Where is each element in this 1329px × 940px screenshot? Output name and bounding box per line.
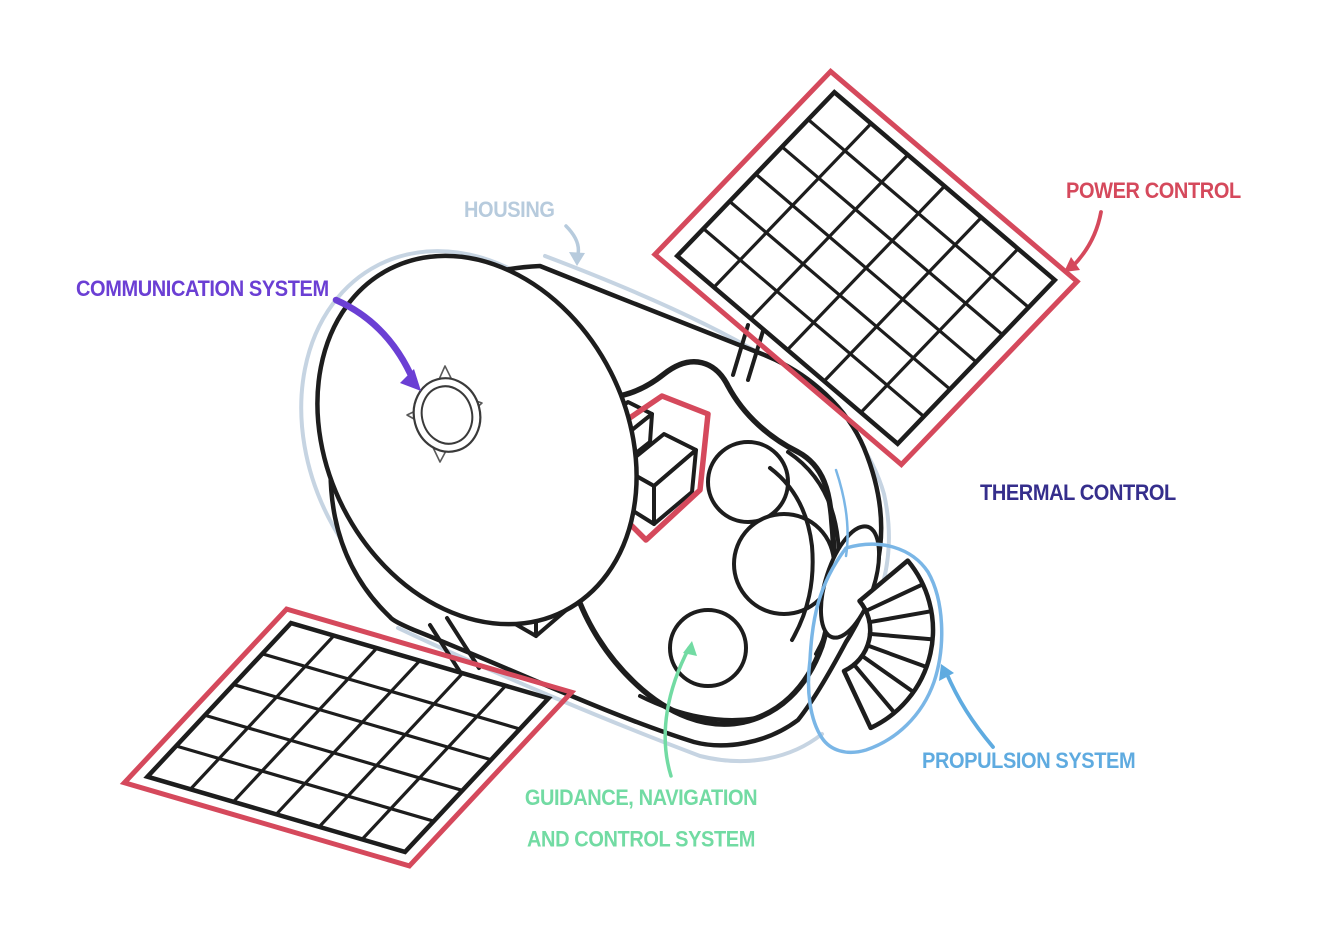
guidance-sphere (668, 608, 748, 688)
nozzle-highlight-outline (806, 542, 944, 755)
antenna-icon (406, 365, 483, 463)
label-housing: HOUSING (464, 198, 555, 223)
label-guidance-navigation-control: GUIDANCE, NAVIGATION AND CONTROL SYSTEM (518, 778, 764, 861)
solar-panel-top-right (655, 71, 1077, 464)
electronics-box-side (652, 448, 698, 526)
panel-red-outline (655, 71, 1077, 464)
panel-red-outline (124, 609, 571, 866)
guidance-arrow (663, 641, 697, 778)
bottom-detail-curve (638, 694, 758, 722)
drum-band-inner (768, 466, 815, 642)
label-propulsion-system: PROPULSION SYSTEM (922, 749, 1136, 774)
nozzle-highlight-tail (834, 468, 849, 558)
housing-arrow (564, 224, 585, 266)
label-communication-system: COMMUNICATION SYSTEM (76, 277, 329, 302)
guidance-label-line1: GUIDANCE, NAVIGATION (524, 785, 758, 811)
power-control-arrow (1064, 210, 1103, 272)
bottom-strut-line (428, 623, 464, 677)
propulsion-nozzle (841, 558, 936, 731)
nozzle-ribs (851, 582, 935, 715)
annotation-arrows (332, 210, 1103, 778)
antenna-ring-inner (420, 385, 474, 445)
tank-sphere-upper (706, 440, 790, 524)
label-power-control: POWER CONTROL (1066, 179, 1241, 204)
panel-grid-lines (147, 623, 548, 852)
bottom-strut-line (445, 616, 481, 670)
guidance-label-line2: AND CONTROL SYSTEM (527, 827, 755, 852)
communication-arrow (332, 296, 421, 391)
solar-panel-bottom-left (124, 609, 571, 866)
top-strut-line (746, 329, 765, 382)
propulsion-arrow (939, 664, 995, 749)
panel-grid-lines (677, 92, 1055, 444)
label-thermal-control: THERMAL CONTROL (980, 481, 1176, 506)
